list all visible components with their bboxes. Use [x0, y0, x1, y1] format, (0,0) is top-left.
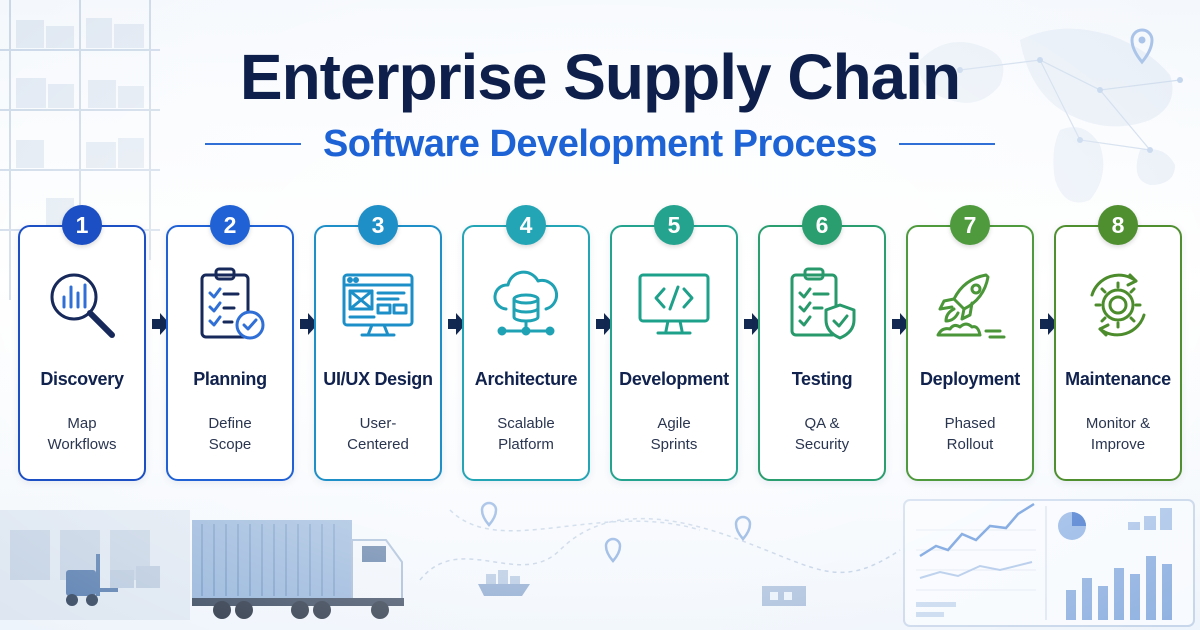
step-description-line: QA & [762, 413, 882, 434]
step-description: Agile Sprints [614, 413, 734, 455]
subtitle-row: Software Development Process [0, 120, 1200, 168]
step-number-badge: 3 [358, 205, 398, 245]
step-title: Maintenance [1048, 369, 1188, 390]
step-description-line: Scalable [466, 413, 586, 434]
rocket-icon [930, 265, 1010, 345]
depot-building-icon [762, 586, 806, 606]
browser-wireframe-icon [338, 265, 418, 345]
step-description: Phased Rollout [910, 413, 1030, 455]
step-description: Scalable Platform [466, 413, 586, 455]
step-number-badge: 8 [1098, 205, 1138, 245]
step-description-line: Phased [910, 413, 1030, 434]
step-description: Monitor & Improve [1058, 413, 1178, 455]
step-number-badge: 1 [62, 205, 102, 245]
step-maintenance: 8 Maintenance Monitor & Improve [1054, 205, 1182, 483]
step-number-badge: 6 [802, 205, 842, 245]
step-description-line: Rollout [910, 434, 1030, 455]
step-description-line: Workflows [22, 434, 142, 455]
step-description-line: Agile [614, 413, 734, 434]
step-description: Define Scope [170, 413, 290, 455]
step-number-badge: 4 [506, 205, 546, 245]
subtitle-rule-left [205, 143, 301, 145]
step-description-line: Security [762, 434, 882, 455]
step-testing: 6 Testing QA & Security [758, 205, 886, 483]
step-title: Discovery [12, 369, 152, 390]
page-subtitle: Software Development Process [323, 123, 877, 166]
step-title: Architecture [456, 369, 596, 390]
step-title: Deployment [900, 369, 1040, 390]
step-description-line: Centered [318, 434, 438, 455]
step-number-badge: 2 [210, 205, 250, 245]
step-description: Map Workflows [22, 413, 142, 455]
container-truck-icon [192, 520, 404, 619]
step-description-line: Sprints [614, 434, 734, 455]
step-title: Testing [752, 369, 892, 390]
step-number-badge: 5 [654, 205, 694, 245]
step-description-line: Monitor & [1058, 413, 1178, 434]
step-title: UI/UX Design [308, 369, 448, 390]
cargo-ship-icon [478, 570, 530, 596]
step-discovery: 1 Discovery Map Workflows [18, 205, 146, 483]
cloud-database-icon [486, 265, 566, 345]
step-description-line: Map [22, 413, 142, 434]
step-description-line: User- [318, 413, 438, 434]
step-number-badge: 7 [950, 205, 990, 245]
step-ui-ux-design: 3 UI/UX Design User- Centered [314, 205, 442, 483]
step-title: Development [604, 369, 744, 390]
step-deployment: 7 Deployment Phased Rollout [906, 205, 1034, 483]
step-description: User- Centered [318, 413, 438, 455]
clipboard-shield-icon [782, 265, 862, 345]
step-development: 5 Development Agile Sprints [610, 205, 738, 483]
gear-cycle-icon [1078, 265, 1158, 345]
step-description-line: Scope [170, 434, 290, 455]
analytics-dashboard-illustration [904, 500, 1194, 626]
subtitle-rule-right [899, 143, 995, 145]
step-title: Planning [160, 369, 300, 390]
step-architecture: 4 Architecture Scalable Platform [462, 205, 590, 483]
forklift-icon [66, 554, 118, 606]
process-steps: 1 Discovery Map Workflows 2 Planning [18, 205, 1184, 483]
code-monitor-icon [634, 265, 714, 345]
clipboard-check-icon [190, 265, 270, 345]
world-map-network-illustration [900, 0, 1200, 230]
page-title: Enterprise Supply Chain [0, 40, 1200, 114]
step-description-line: Improve [1058, 434, 1178, 455]
step-planning: 2 Planning Define Scope [166, 205, 294, 483]
step-description-line: Platform [466, 434, 586, 455]
magnifier-chart-icon [42, 265, 122, 345]
step-description: QA & Security [762, 413, 882, 455]
step-description-line: Define [170, 413, 290, 434]
logistics-scene-illustration [0, 470, 1200, 630]
